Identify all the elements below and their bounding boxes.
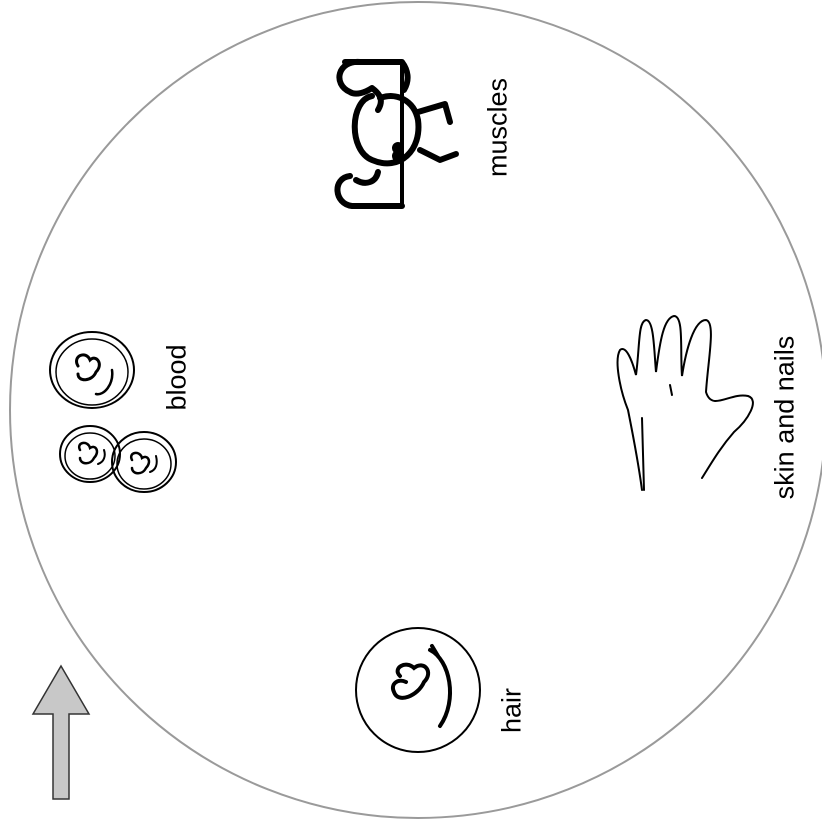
segment-label-hair: hair [499,681,526,741]
up-arrow-icon [33,666,89,799]
segment-label-blood: blood [164,338,191,418]
segment-label-skin-and-nails: skin and nails [772,318,799,518]
segment-label-muscles: muscles [485,68,512,188]
